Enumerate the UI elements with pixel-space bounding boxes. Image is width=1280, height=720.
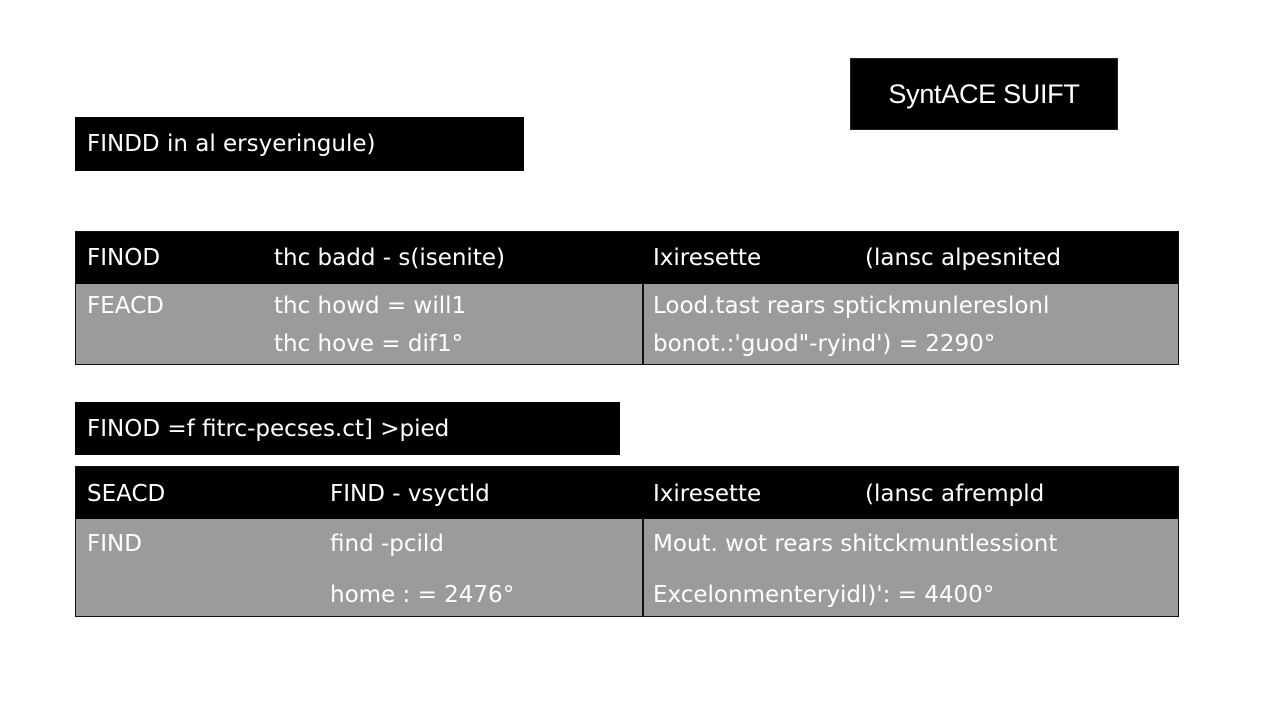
row-detail: Excelonmenteryidl)': = 4400° [653, 582, 995, 608]
title-badge: SyntACE SUIFT [850, 58, 1118, 130]
column-divider [642, 284, 644, 364]
row-label: FEACD [87, 293, 164, 319]
results-panel: SEACD FIND - vsyctld Ixiresette (lansc a… [75, 466, 1179, 617]
header-col-3: Ixiresette [653, 481, 762, 507]
command-bar[interactable]: FINDD in al ersyeringule) [75, 117, 524, 171]
header-col-4: (lansc afrempld [865, 481, 1045, 507]
header-col-1: FINOD [87, 245, 161, 271]
command-bar-text: FINOD =f fitrc-pecses.ct] >pied [87, 415, 450, 442]
row-value: thc hove = dif1° [274, 331, 464, 357]
command-bar-text: FINDD in al ersyeringule) [87, 131, 376, 157]
command-bar[interactable]: FINOD =f fitrc-pecses.ct] >pied [75, 402, 620, 455]
panel-header [76, 232, 1178, 284]
column-divider [642, 519, 644, 616]
title-badge-label: SyntACE SUIFT [888, 78, 1080, 109]
row-detail: bonot.:'guod"-ryind') = 2290° [653, 331, 996, 357]
header-col-2: thc badd - s(isenite) [274, 245, 505, 271]
header-col-1: SEACD [87, 481, 166, 507]
row-value: thc howd = will1 [274, 293, 467, 319]
row-value: find -pcild [330, 531, 444, 557]
header-col-4: (lansc alpesnited [865, 245, 1061, 271]
row-detail: Mout. wot rears shitckmuntlessiont [653, 531, 1058, 557]
results-panel: FINOD thc badd - s(isenite) Ixiresette (… [75, 231, 1179, 365]
row-value: home : = 2476° [330, 582, 515, 608]
row-detail: Lood.tast rears sptickmunlereslonl [653, 293, 1050, 319]
panel-header [76, 467, 1178, 519]
header-col-3: Ixiresette [653, 245, 762, 271]
row-label: FIND [87, 531, 142, 557]
header-col-2: FIND - vsyctld [330, 481, 490, 507]
